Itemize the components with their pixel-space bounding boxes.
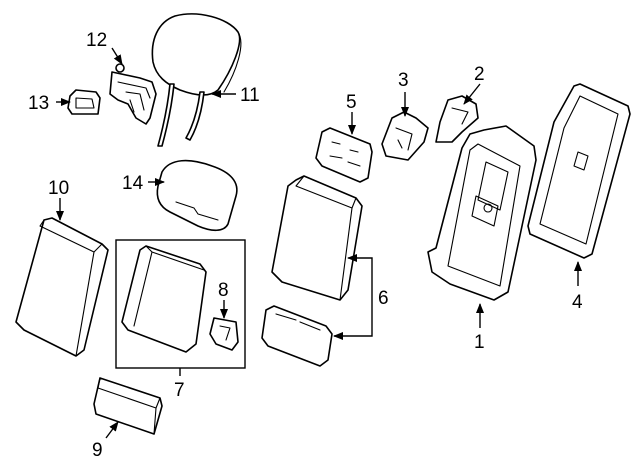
callout-13: 13 bbox=[28, 93, 49, 114]
part-13-clip bbox=[67, 89, 101, 115]
callout-6: 6 bbox=[378, 288, 389, 309]
callout-2: 2 bbox=[474, 64, 485, 85]
part-6-cushion-lower bbox=[261, 305, 333, 367]
part-9-block bbox=[93, 377, 163, 435]
part-2-bracket bbox=[435, 95, 479, 143]
leader-lines bbox=[56, 47, 582, 439]
part-4-back-panel bbox=[527, 83, 631, 259]
callout-10: 10 bbox=[48, 178, 69, 199]
callout-labels: 1 2 3 4 5 6 7 8 9 10 11 12 13 14 bbox=[28, 30, 583, 461]
part-12-guide-bracket bbox=[109, 63, 157, 125]
callout-4: 4 bbox=[572, 292, 583, 313]
callout-1: 1 bbox=[474, 332, 485, 353]
part-11-headrest bbox=[151, 13, 242, 147]
callout-8: 8 bbox=[218, 280, 229, 301]
part-1-seatback-frame bbox=[427, 125, 537, 301]
callout-9: 9 bbox=[92, 440, 103, 461]
part-6-cushion-upper bbox=[271, 175, 363, 301]
callout-3: 3 bbox=[398, 70, 409, 91]
part-7-trim-panel bbox=[121, 245, 207, 353]
part-10-side-cushion bbox=[15, 217, 109, 357]
callout-5: 5 bbox=[346, 92, 357, 113]
part-8-bracket bbox=[209, 317, 239, 351]
callout-14: 14 bbox=[122, 173, 144, 194]
part-3-bracket bbox=[381, 111, 429, 161]
callout-11: 11 bbox=[240, 85, 260, 106]
part-14-armrest-pad bbox=[156, 159, 238, 232]
callout-12: 12 bbox=[86, 30, 107, 51]
part-5-bracket-plate bbox=[315, 127, 373, 183]
callout-7: 7 bbox=[174, 380, 185, 401]
